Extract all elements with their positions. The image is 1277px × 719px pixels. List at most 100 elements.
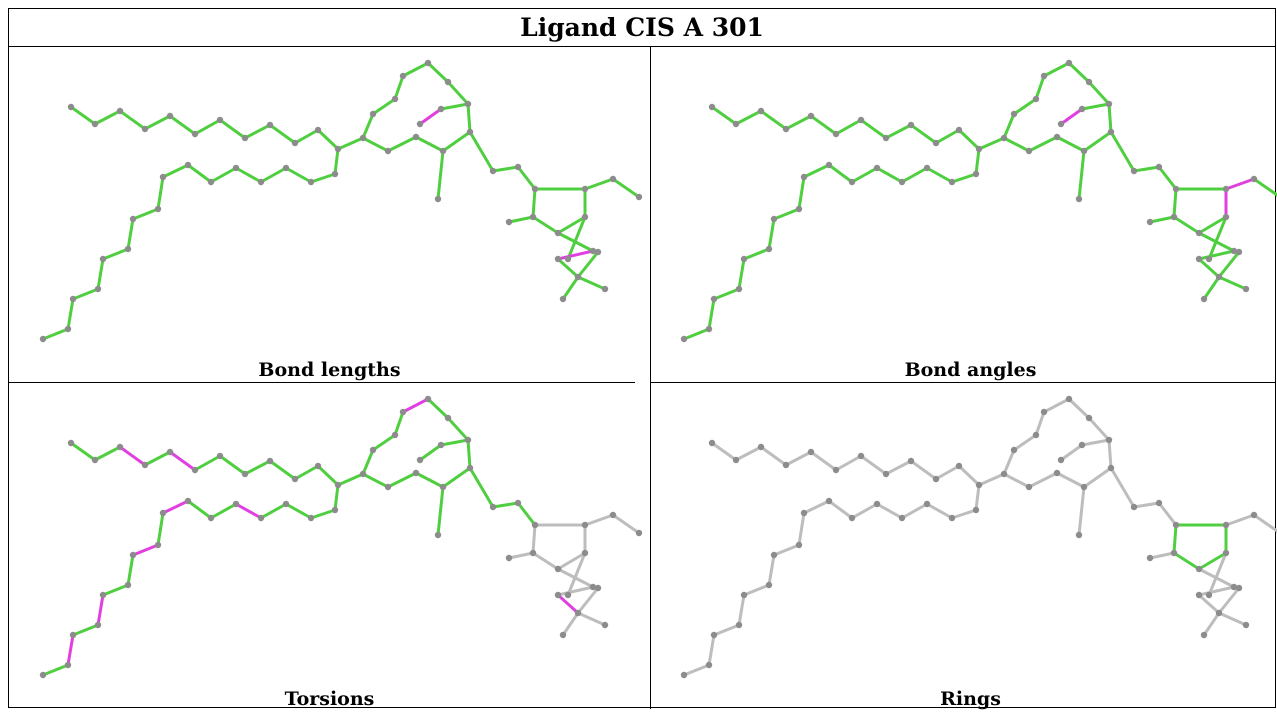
atom xyxy=(949,515,955,521)
bond xyxy=(1089,82,1109,104)
atom xyxy=(1236,585,1242,591)
atom xyxy=(258,515,264,521)
bond xyxy=(1199,251,1234,259)
bond xyxy=(493,503,518,507)
atom xyxy=(1156,164,1162,170)
atom xyxy=(1216,274,1222,280)
bond xyxy=(1004,450,1014,474)
bond xyxy=(886,125,911,138)
atom xyxy=(438,106,444,112)
atom xyxy=(292,476,298,482)
atom xyxy=(924,165,930,171)
atom xyxy=(1041,409,1047,415)
bond xyxy=(68,635,73,665)
bond xyxy=(403,63,428,76)
bond xyxy=(558,251,593,259)
bond xyxy=(714,625,739,635)
bond xyxy=(211,504,236,518)
atom xyxy=(560,296,566,302)
atom xyxy=(736,286,742,292)
atom xyxy=(258,179,264,185)
bond xyxy=(1134,167,1159,171)
bond xyxy=(71,443,95,460)
atom xyxy=(771,216,777,222)
bond xyxy=(170,116,195,134)
atom xyxy=(801,510,807,516)
atom xyxy=(417,457,423,463)
bond xyxy=(428,399,448,418)
atom xyxy=(417,121,423,127)
bond xyxy=(1004,138,1029,151)
bond xyxy=(1079,487,1084,535)
atom xyxy=(973,171,979,177)
ligand-validation-table: Ligand CIS A 301 Bond lengths Bond angle… xyxy=(8,8,1276,708)
bond xyxy=(976,485,979,510)
atom xyxy=(400,409,406,415)
bond xyxy=(188,165,211,182)
atom xyxy=(602,286,608,292)
bond xyxy=(470,132,493,171)
atom xyxy=(440,148,446,154)
bond xyxy=(211,168,236,182)
column-divider xyxy=(650,47,651,709)
atom xyxy=(1106,101,1112,107)
atom xyxy=(796,206,802,212)
atom xyxy=(392,96,398,102)
atom xyxy=(899,515,905,521)
bond xyxy=(1084,468,1111,487)
bond xyxy=(1159,503,1176,525)
atom xyxy=(826,162,832,168)
bond xyxy=(373,99,395,114)
bond xyxy=(1204,613,1219,635)
bond xyxy=(927,168,952,182)
atom xyxy=(490,504,496,510)
bond xyxy=(448,82,468,104)
bond xyxy=(163,501,188,513)
atom xyxy=(976,482,982,488)
atom xyxy=(595,249,601,255)
bond xyxy=(1084,132,1111,151)
atom xyxy=(575,610,581,616)
atom xyxy=(425,396,431,402)
bond xyxy=(852,168,877,182)
bond xyxy=(684,329,709,339)
atom xyxy=(425,60,431,66)
atom xyxy=(681,336,687,342)
bond xyxy=(1082,440,1109,445)
bond xyxy=(979,138,1004,149)
bond xyxy=(1109,440,1111,468)
bond xyxy=(979,474,1004,485)
atom xyxy=(736,622,742,628)
atom xyxy=(949,179,955,185)
bond xyxy=(804,501,829,513)
atom xyxy=(370,111,376,117)
atom xyxy=(758,444,764,450)
bond xyxy=(286,168,311,182)
bond xyxy=(1061,109,1082,124)
atom xyxy=(1108,129,1114,135)
bond xyxy=(769,555,774,585)
atom xyxy=(1243,286,1249,292)
bond xyxy=(902,168,927,182)
bond xyxy=(295,130,318,143)
panel-torsions: Torsions xyxy=(13,385,646,719)
bond xyxy=(936,130,959,143)
bond xyxy=(761,447,786,465)
atom xyxy=(766,246,772,252)
atom xyxy=(1058,457,1064,463)
bond xyxy=(563,613,578,635)
atom xyxy=(467,465,473,471)
bond xyxy=(420,445,441,460)
bond xyxy=(1057,473,1084,487)
bond xyxy=(852,504,877,518)
atom xyxy=(973,507,979,513)
bond xyxy=(886,461,911,474)
atom xyxy=(95,622,101,628)
bond xyxy=(195,120,220,134)
atom xyxy=(808,113,814,119)
bond xyxy=(1036,76,1044,99)
atom xyxy=(706,326,712,332)
bond xyxy=(120,111,145,129)
atom xyxy=(160,510,166,516)
bond xyxy=(388,473,416,487)
